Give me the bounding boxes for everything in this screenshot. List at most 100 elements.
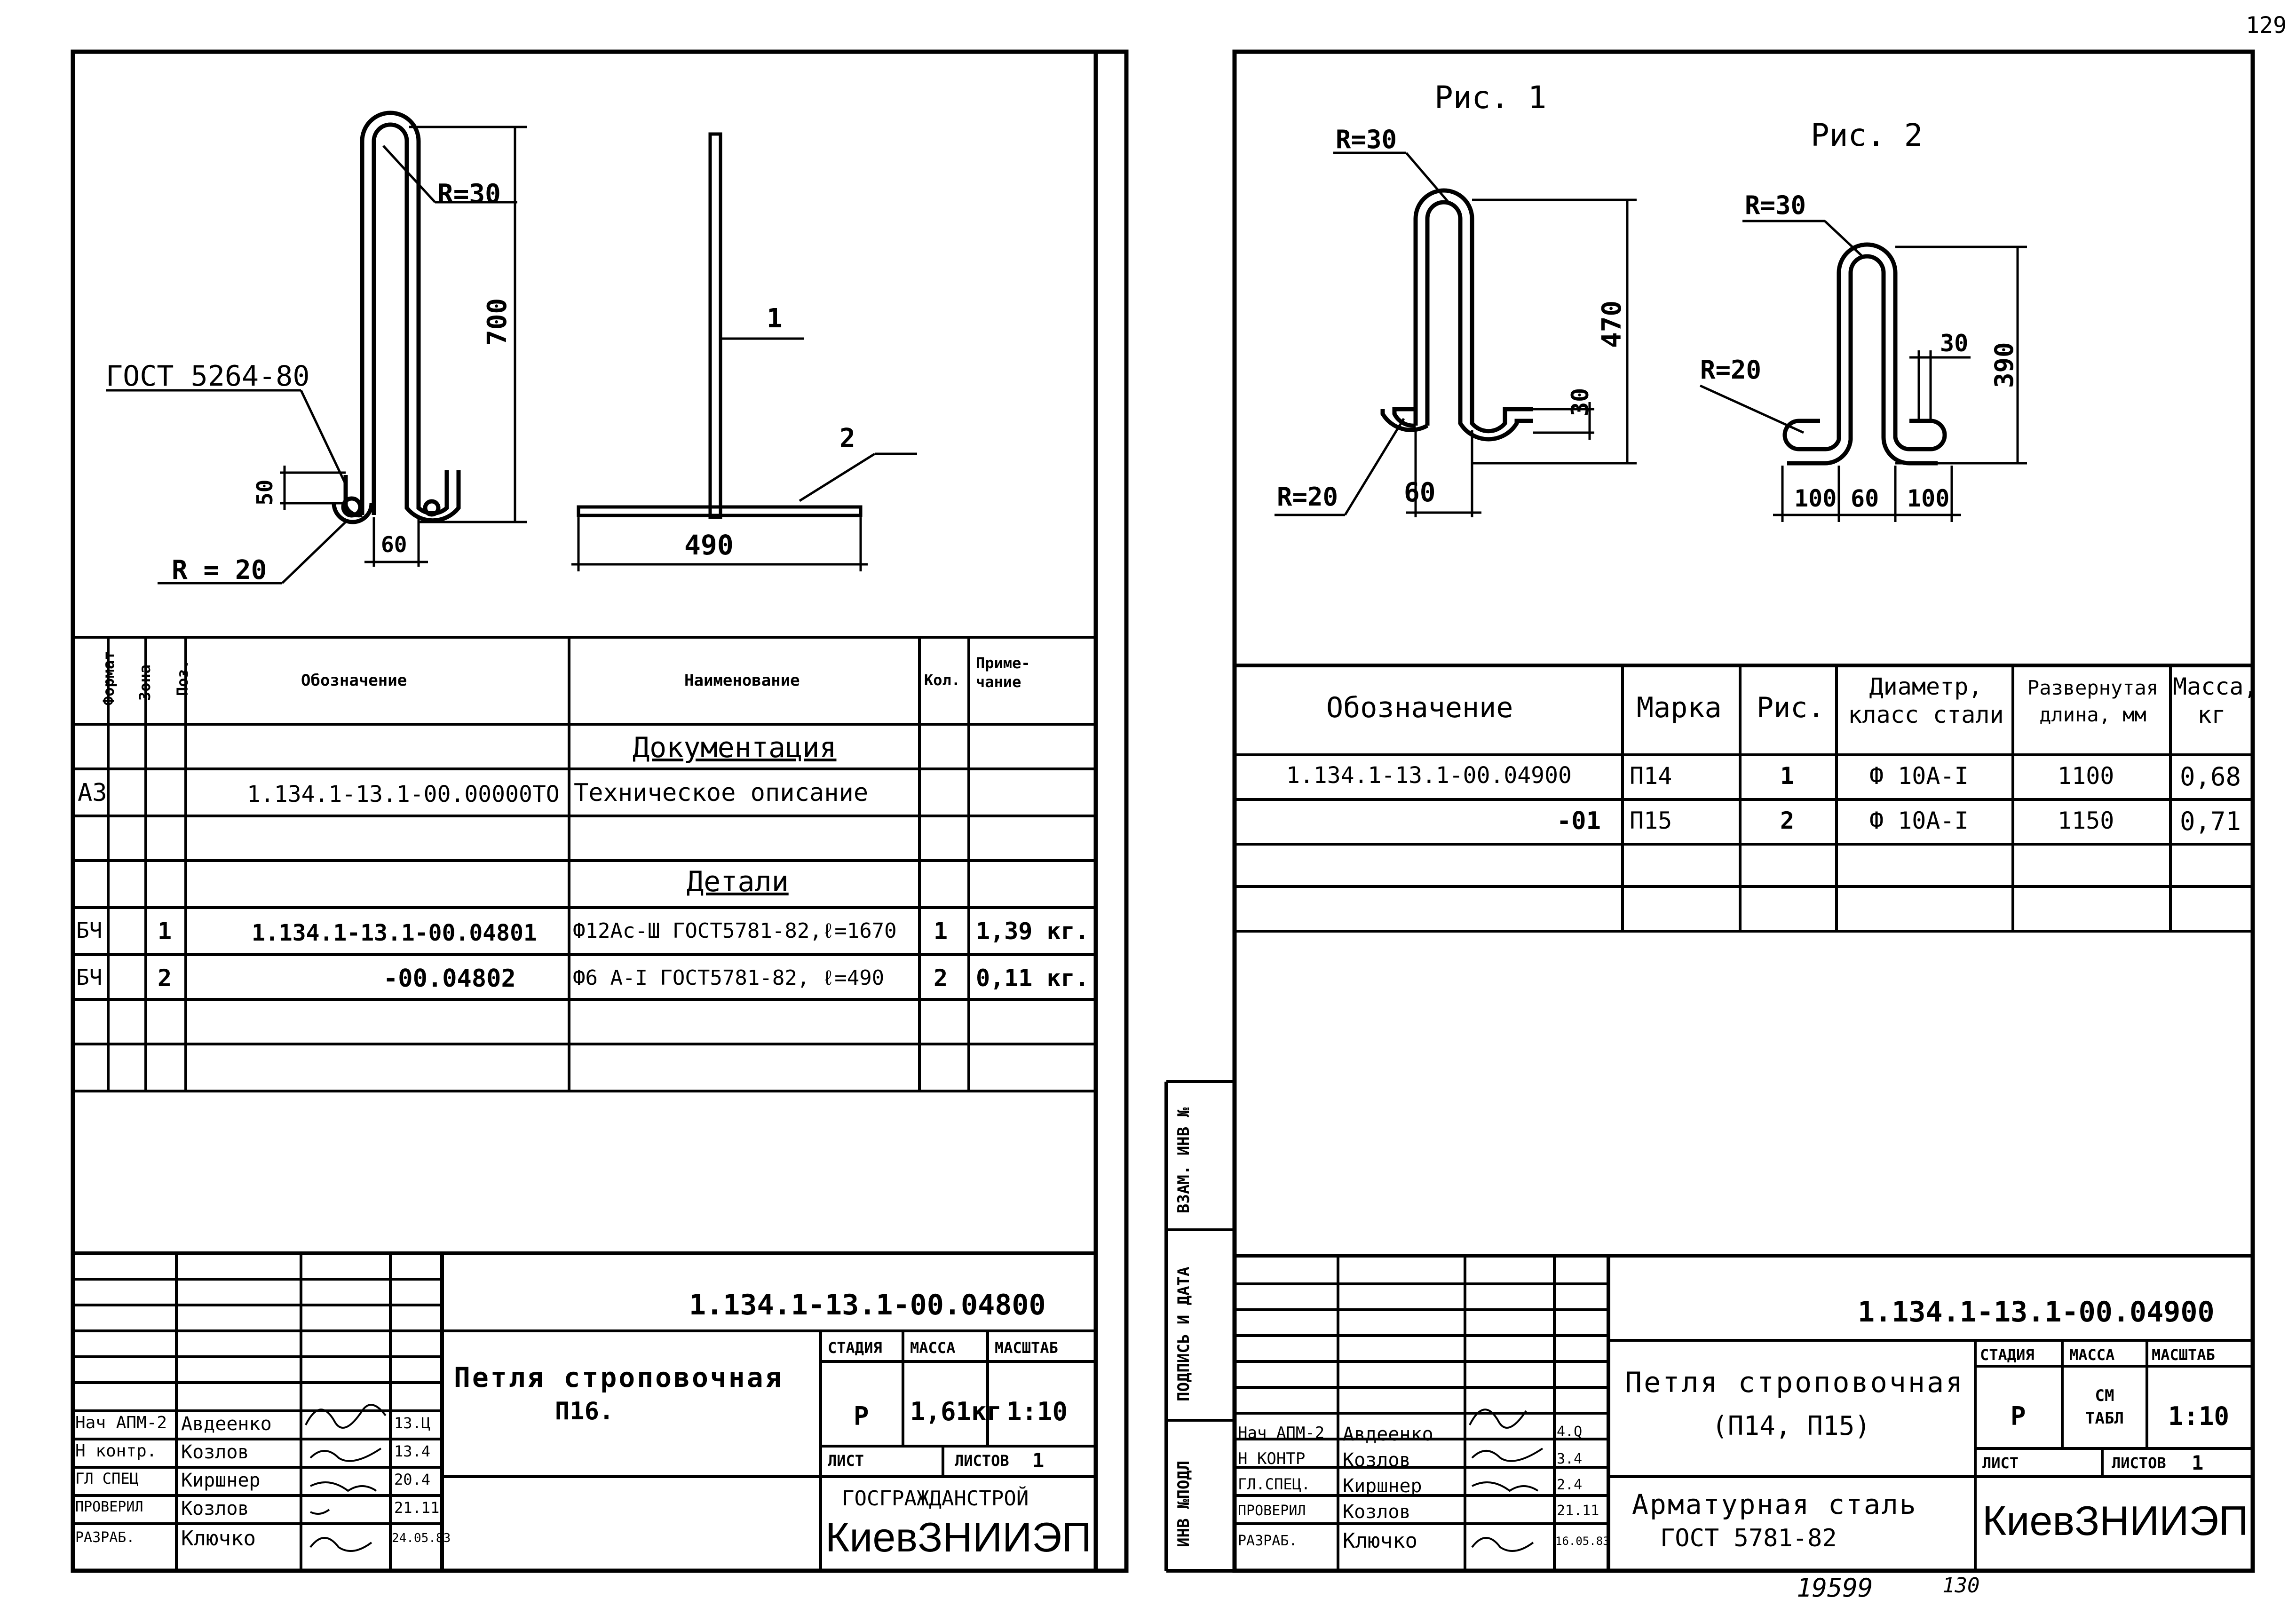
stage-value: Р [854, 1401, 869, 1431]
spec-row-qty: 2 [934, 965, 948, 992]
doc-code: 1.134.1-13.1-00.04900 [1858, 1296, 2215, 1329]
fig1-dim-30: 30 [1567, 388, 1594, 416]
mass-label: МАССА [2069, 1346, 2115, 1364]
spec-heading-details: Детали [687, 865, 789, 898]
right-table-grid [1235, 664, 2253, 933]
person-date: 13.Ц [394, 1414, 431, 1432]
spec-row-name: Ф6 А-I ГОСТ5781-82, ℓ=490 [573, 966, 885, 990]
spec-row-format: БЧ [76, 918, 103, 943]
person-role: ПРОВЕРИЛ [75, 1499, 143, 1515]
dim-60-label: 60 [381, 532, 407, 557]
mass-value: 1,61кг [910, 1397, 1002, 1426]
page-ref-number: 130 [1942, 1574, 1980, 1598]
org-name-2: КиевЗНИИЭП [1982, 1497, 2248, 1544]
left-title-block-grid [73, 1251, 1096, 1571]
fig1-loop [1380, 188, 1533, 442]
dim-490-label: 490 [684, 529, 734, 561]
person-role: ПРОВЕРИЛ [1238, 1503, 1306, 1519]
spec-header-zone: Зона [136, 664, 154, 701]
left-bar-view [571, 132, 917, 571]
radius-30-label: R=30 [437, 179, 501, 209]
fig1-radius-30: R=30 [1336, 125, 1397, 154]
fig1-dim-60: 60 [1404, 477, 1436, 508]
person-date: 13.4 [394, 1442, 431, 1460]
spec-row-code: -00.04802 [383, 965, 516, 993]
spec-header-code: Обозначение [301, 671, 407, 690]
sheets-value: 1 [2192, 1451, 2204, 1474]
fig1-title: Рис. 1 [1434, 79, 1547, 116]
spec-row-name: Ф12Ас-Ш ГОСТ5781-82,ℓ=1670 [573, 919, 897, 943]
fig2-radius-20: R=20 [1700, 355, 1762, 385]
mass-value: СМ ТАБЛ [2085, 1386, 2124, 1428]
org-name: ГОСГРАЖДАНСТРОЙ [842, 1487, 1029, 1511]
table-header-fig: Рис. [1757, 691, 1825, 724]
spec-row-qty: 1 [934, 918, 948, 945]
doc-title: Петля строповочная [1625, 1366, 1965, 1399]
fig2-dim-100a: 100 [1794, 485, 1837, 512]
person-date: 3.4 [1557, 1451, 1583, 1467]
org-name-2: КиевЗНИИЭП [825, 1514, 1092, 1560]
table-cell-dia: Ф 10А-I [1869, 807, 1969, 834]
fig1-dim-470: 470 [1597, 300, 1627, 348]
person-name: Киршнер [1343, 1475, 1422, 1497]
stage-label: СТАДИЯ [828, 1339, 882, 1357]
table-cell-len: 1100 [2058, 762, 2114, 790]
person-role: ГЛ.СПЕЦ. [1238, 1475, 1311, 1493]
doc-subtitle: П16. [555, 1397, 614, 1425]
spec-row-note: 1,39 кг. [976, 918, 1089, 945]
spec-row-code: 1.134.1-13.1-00.00000ТО [247, 781, 560, 807]
person-name: Ключко [181, 1527, 256, 1551]
person-date: 4.Q [1557, 1424, 1583, 1440]
fig2-loop [1782, 242, 1947, 466]
person-date: 24.05.83 [392, 1531, 451, 1545]
person-date: 20.4 [394, 1471, 431, 1488]
right-title-block-grid [1235, 1254, 2253, 1571]
table-cell-mark: П14 [1630, 762, 1672, 790]
table-cell-code: -01 [1557, 807, 1601, 835]
material-name: Арматурная сталь [1632, 1488, 1917, 1520]
person-date: 16.05.83 [1555, 1535, 1610, 1548]
spec-row-pos: 2 [158, 965, 172, 992]
fig2-radius-30: R=30 [1745, 190, 1806, 220]
table-cell-dia: Ф 10А-I [1869, 762, 1969, 790]
person-role: Н КОНТР [1238, 1449, 1306, 1468]
person-date: 21.11 [394, 1499, 440, 1517]
person-role: ГЛ СПЕЦ [75, 1470, 139, 1487]
sheets-value: 1 [1032, 1449, 1045, 1472]
spec-row-format: А3 [78, 779, 107, 807]
left-loop-drawing [332, 111, 461, 524]
person-date: 2.4 [1557, 1477, 1583, 1493]
scale-value: 1:10 [1006, 1397, 1068, 1426]
stage-label: СТАДИЯ [1980, 1346, 2035, 1364]
right-sheet-frame [1232, 49, 2255, 1573]
fig2-dim-100b: 100 [1907, 485, 1950, 512]
spec-heading-documentation: Документация [633, 731, 837, 764]
person-name: Ключко [1343, 1529, 1417, 1553]
person-name: Козлов [1343, 1449, 1411, 1471]
person-role: Нач АПМ-2 [1238, 1424, 1325, 1442]
person-name: Киршнер [181, 1470, 261, 1491]
table-header-mark: Марка [1637, 691, 1722, 724]
page-number: 129 [2246, 12, 2287, 39]
left-sheet-frame [71, 49, 1129, 1573]
sheet-label: ЛИСТ [1982, 1454, 2019, 1472]
doc-title: Петля строповочная [454, 1361, 784, 1393]
spec-header-qty: Кол. [924, 671, 961, 689]
person-name: Авдеенко [1343, 1424, 1433, 1445]
spec-header-format: Формат [100, 651, 118, 705]
position-2-label: 2 [839, 423, 855, 454]
spec-row-note: 0,11 кг. [976, 965, 1089, 992]
side-label-original: ИНВ №ПОДЛ [1174, 1460, 1193, 1547]
spec-row-format: БЧ [76, 965, 103, 990]
spec-row-code: 1.134.1-13.1-00.04801 [252, 920, 537, 946]
side-label-signature: ПОДПИСЬ И ДАТА [1174, 1266, 1193, 1401]
person-date: 21.11 [1557, 1503, 1599, 1519]
fig1-radius-20: R=20 [1277, 482, 1338, 512]
left-spec-grid [73, 636, 1096, 1092]
fig2-dim-390: 390 [1989, 342, 2019, 388]
stage-value: Р [2011, 1401, 2026, 1431]
dim-700-label: 700 [482, 298, 513, 346]
table-header-dia: Диаметр, класс стали [1848, 673, 2004, 728]
dim-50-label: 50 [252, 479, 277, 506]
